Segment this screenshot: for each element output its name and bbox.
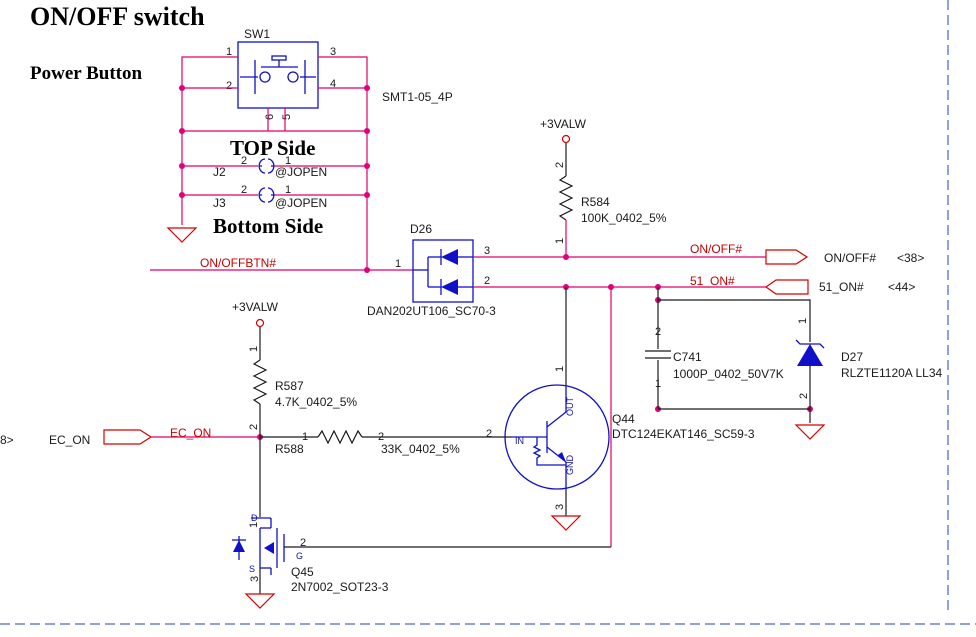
q45-s-label: S (249, 564, 255, 574)
q44-pin-2: 2 (486, 428, 492, 440)
r584-pin-2: 2 (554, 162, 566, 168)
power-label-3valw-left: +3VALW (232, 300, 279, 314)
junction-dots-sw1 (179, 85, 370, 273)
on51-offpage-ref: <44> (888, 280, 915, 294)
r588-value: 33K_0402_5% (381, 442, 460, 456)
q44-out-label: OUT (565, 397, 575, 417)
c741-ref: C741 (673, 350, 702, 364)
sw1-ref: SW1 (244, 27, 270, 41)
on51-offpage-label: 51_ON# (819, 280, 864, 294)
power-pin-3valw-left (255, 318, 265, 328)
j3-pin-1: 1 (285, 184, 291, 196)
j2-jumper (258, 158, 275, 174)
d26-ref: D26 (410, 222, 432, 236)
j2-pin-2: 2 (241, 155, 247, 167)
q45-pin-1: 1 (248, 522, 260, 528)
j3-ref: J3 (213, 196, 226, 210)
q44-pin-3: 3 (554, 504, 566, 510)
q45-g-label: G (296, 551, 303, 561)
d27-pin-1: 1 (797, 318, 809, 324)
r588-pin-2: 2 (378, 431, 384, 443)
ground-symbol-q44 (550, 515, 582, 531)
d27-zener-diode (795, 339, 825, 366)
onoff-offpage-ref: <38> (897, 251, 924, 265)
q44-gnd-label: GND (565, 455, 575, 476)
q45-pin-3: 3 (249, 576, 261, 582)
sw1-switch (237, 41, 319, 109)
onoffbtn-net-label: ON/OFFBTN# (200, 256, 276, 270)
econ-offpage-label: EC_ON (49, 433, 90, 447)
d27-value: RLZTE1120A LL34 (841, 366, 943, 380)
q44-value: DTC124EKAT146_SC59-3 (612, 427, 755, 441)
econ-offpage-ref: 8> (0, 433, 14, 447)
on51-net-label: 51_ON# (690, 274, 735, 288)
power-pin-3valw-top (561, 134, 571, 144)
d27-wire-top (658, 299, 811, 342)
q44-in-label: IN (515, 436, 524, 446)
onoff-net-label: ON/OFF# (690, 242, 742, 256)
ground-symbol-sw1 (166, 227, 198, 243)
r584-resistor (558, 175, 574, 221)
r584-pin-1: 1 (554, 238, 566, 244)
r587-ref: R587 (275, 379, 304, 393)
r587-pin-1: 1 (248, 346, 260, 352)
d27-pin-2: 2 (798, 393, 810, 399)
r587-pin-2: 2 (248, 424, 260, 430)
r588-resistor (317, 429, 363, 445)
sw1-pin-5: 5 (281, 114, 293, 120)
r587-resistor (252, 359, 268, 405)
page-title: ON/OFF switch (30, 2, 205, 31)
d26-value: DAN202UT106_SC70-3 (367, 304, 496, 318)
ground-symbol-d27 (794, 424, 826, 440)
r584-ref: R584 (581, 195, 610, 209)
q44-ref: Q44 (612, 412, 635, 426)
econ-offpage-connector (103, 429, 153, 445)
q45-ref: Q45 (291, 565, 314, 579)
sw1-wiring (181, 56, 368, 270)
sw1-pin-6: 6 (264, 114, 276, 120)
sw1-pin-3: 3 (330, 46, 336, 58)
top-side-heading: TOP Side (230, 136, 315, 160)
d27-ref: D27 (841, 350, 863, 364)
bottom-side-heading: Bottom Side (213, 214, 323, 238)
d26-pin-3: 3 (484, 245, 490, 257)
d26-pin-1: 1 (395, 258, 401, 270)
q45-pin-2: 2 (300, 537, 306, 549)
econ-net-label: EC_ON (170, 426, 211, 440)
q44-pin-1: 1 (554, 366, 566, 372)
sw1-pin-1: 1 (226, 46, 232, 58)
sw1-pin-4: 4 (330, 78, 336, 90)
sw1-value: SMT1-05_4P (382, 90, 453, 104)
r587-value: 4.7K_0402_5% (275, 395, 357, 409)
d26-diode-pair (412, 239, 474, 303)
j2-value: @JOPEN (275, 165, 327, 179)
j3-jumper (258, 187, 275, 203)
j2-ref: J2 (213, 165, 226, 179)
q45-d-label: D (251, 513, 258, 523)
power-label-3valw-top: +3VALW (540, 117, 587, 131)
ground-symbol-q45 (244, 593, 276, 609)
j3-pin-2: 2 (241, 184, 247, 196)
r588-ref: R588 (275, 442, 304, 456)
r588-pin-1: 1 (302, 431, 308, 443)
c741-pin-2: 2 (655, 326, 661, 338)
c741-value: 1000P_0402_50V7K (673, 367, 784, 381)
onoff-offpage-connector (765, 249, 809, 265)
power-button-heading: Power Button (30, 63, 142, 84)
q45-mosfet (232, 517, 285, 575)
on51-offpage-connector (764, 279, 809, 295)
j2-pin-1: 1 (285, 155, 291, 167)
d26-pin-2: 2 (484, 275, 490, 287)
c741-pin-1: 1 (655, 378, 661, 390)
sw1-pin-2: 2 (226, 80, 232, 92)
q45-value: 2N7002_SOT23-3 (291, 580, 389, 594)
onoff-offpage-label: ON/OFF# (824, 251, 876, 265)
r584-value: 100K_0402_5% (581, 211, 667, 225)
j3-value: @JOPEN (275, 196, 327, 210)
